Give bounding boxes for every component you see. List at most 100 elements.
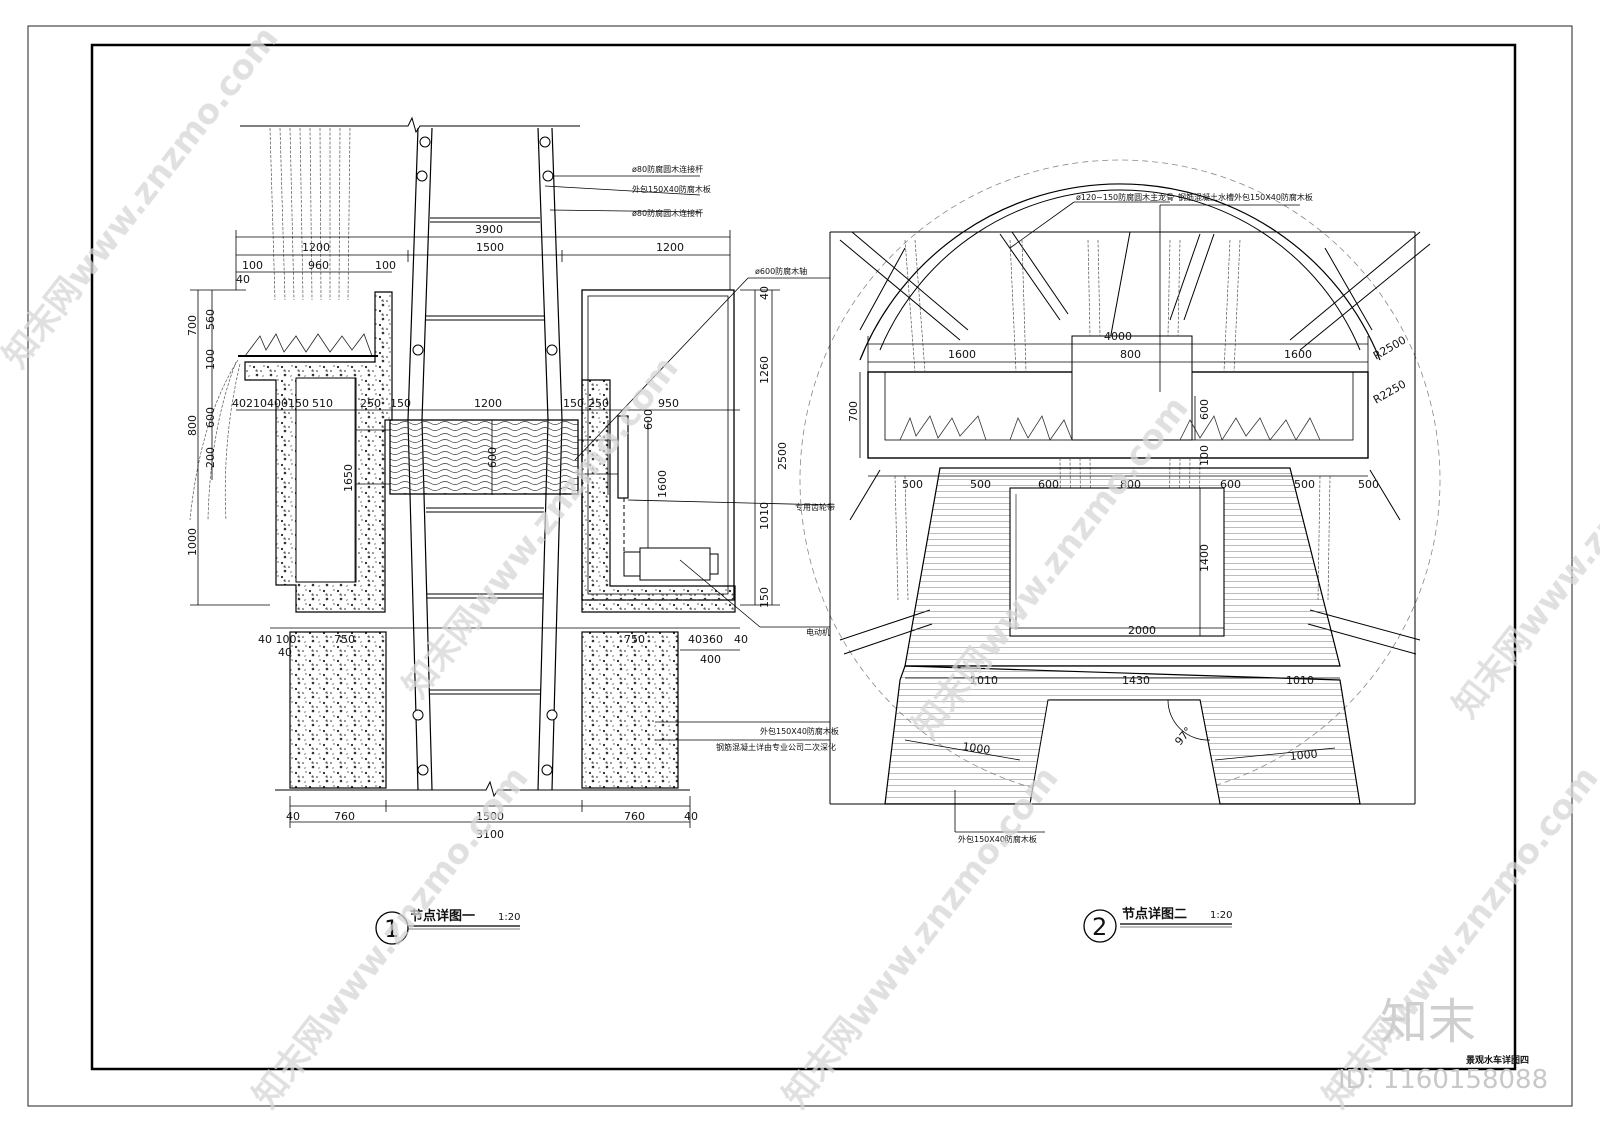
dim2-s1000a: 1000 (962, 740, 992, 757)
drawing-name: 景观水车详图四 (1466, 1054, 1529, 1066)
dim1-bot-total: 3100 (476, 828, 504, 841)
right-concrete (581, 379, 736, 613)
dim1-l100: 100 (204, 349, 217, 370)
dim1-l800: 800 (186, 415, 199, 436)
dim1-row-left: 40210400150 (232, 397, 309, 410)
gear-wheel (617, 415, 629, 499)
dim1-bot760b: 760 (624, 810, 645, 823)
dim1-r250b: 250 (588, 397, 609, 410)
water-stream-lines (189, 127, 351, 521)
dim2-w2000: 2000 (1128, 624, 1156, 637)
dim1-l600: 600 (204, 407, 217, 428)
dim2-v1400: 1400 (1198, 544, 1211, 572)
dim1-r150b: 150 (563, 397, 584, 410)
dim1-b40360: 40360 (688, 633, 723, 646)
detail2-marker-circle (1083, 909, 1117, 943)
watermark-7: 知末网www.znzmo.com (1316, 759, 1600, 1116)
dim1-l200: 200 (204, 447, 217, 468)
dim2-m800: 800 (1120, 478, 1141, 491)
note-rod-bottom: ø80防腐圆木连接杆 (632, 208, 703, 218)
dim2-s1000b: 1000 (1289, 748, 1318, 763)
dim1-r950: 950 (658, 397, 679, 410)
dim2-v100: 100 (1198, 445, 1211, 466)
dim1-v1600: 1600 (656, 470, 669, 498)
dim1-bot40a: 40 (286, 810, 300, 823)
dim1-r250a: 250 (360, 397, 381, 410)
watermark-1: 知末网www.znzmo.com (0, 19, 287, 376)
dim1-l560: 560 (204, 309, 217, 330)
detail-2-elevation: ø120~150防腐圆木主龙骨 钢筋混凝土水槽外包150X40防腐木板 外包15… (799, 159, 1441, 943)
dim1-rv150: 150 (758, 587, 771, 608)
dim1-rv40: 40 (758, 286, 771, 300)
detail2-dimension-lines (859, 336, 1369, 761)
note-trough: 钢筋混凝土水槽外包150X40防腐木板 (1178, 192, 1313, 202)
break-line-bottom (275, 780, 690, 798)
note-rod-top: ø80防腐圆木连接杆 (632, 164, 703, 174)
dim2-m500b: 500 (970, 478, 991, 491)
break-line-top (240, 116, 580, 134)
wheel-ladder-rungs (426, 217, 544, 695)
wheel-connector-rods (412, 136, 558, 776)
dim2-top-total: 4000 (1104, 330, 1132, 343)
leg-opening (1029, 699, 1221, 805)
dim1-b750a: 750 (334, 633, 355, 646)
dim1-top-total: 3900 (475, 223, 503, 236)
note-main-rib: ø120~150防腐圆木主龙骨 (1076, 192, 1174, 202)
dim2-t1600a: 1600 (948, 348, 976, 361)
dim1-t960: 960 (308, 259, 329, 272)
detail1-marker-circle (375, 911, 409, 945)
brand-logo: 知末 (1380, 994, 1476, 1050)
trough-plants (899, 415, 1321, 441)
dim1-v600b: 600 (642, 409, 655, 430)
dim1-b40-100: 40 100 (258, 633, 297, 646)
dim2-r2250: R2250 (1371, 378, 1408, 407)
note-cladding-top: 外包150X40防腐木板 (632, 184, 711, 194)
left-concrete-base (289, 631, 387, 789)
dim1-top-right: 1200 (656, 241, 684, 254)
dim2-b1430: 1430 (1122, 674, 1150, 687)
dim2-m600a: 600 (1038, 478, 1059, 491)
dim2-m600b: 600 (1220, 478, 1241, 491)
dim1-b40r: 40 (734, 633, 748, 646)
left-trough-cavity (295, 377, 357, 583)
outer-border (27, 25, 1573, 1107)
dim2-m500d: 500 (1358, 478, 1379, 491)
note-gear-belt: 专用齿轮带 (795, 502, 835, 512)
dim2-t800: 800 (1120, 348, 1141, 361)
detail1-title-text: 节点详图一 (410, 908, 475, 924)
dim1-bot1500: 1500 (476, 810, 504, 823)
dim1-b750b: 750 (624, 633, 645, 646)
dim1-r510: 510 (312, 397, 333, 410)
right-concrete-base (581, 631, 679, 789)
dim2-b1010a: 1010 (970, 674, 998, 687)
dim1-t100a: 100 (242, 259, 263, 272)
watermark-6: 知末网www.znzmo.com (776, 759, 1067, 1116)
detail1-title: 1 节点详图一 1:20 (375, 908, 520, 945)
note-motor: 电动机 (806, 627, 830, 637)
trough-center-slot (1071, 335, 1193, 441)
wood-axle (389, 419, 579, 495)
note-axle: ø600防腐木轴 (755, 266, 807, 276)
inner-border (90, 43, 1517, 1071)
dim1-t100b: 100 (375, 259, 396, 272)
watermark-4: 知末网www.znzmo.com (1446, 369, 1600, 726)
dim2-t1600b: 1600 (1284, 348, 1312, 361)
dim1-top-mid: 1500 (476, 241, 504, 254)
detail1-marker: 1 (384, 915, 399, 943)
dim1-v1650: 1650 (342, 464, 355, 492)
detail2-title-text: 节点详图二 (1122, 906, 1187, 922)
note-cladding-bottom: 外包150X40防腐木板 (760, 726, 839, 736)
planting-grass (244, 333, 373, 357)
dim2-m500a: 500 (902, 478, 923, 491)
detail-1-section: ø80防腐圆木连接杆 外包150X40防腐木板 ø80防腐圆木连接杆 ø600防… (186, 116, 839, 945)
detail2-title: 2 节点详图二 1:20 (1083, 906, 1232, 943)
dim1-t40: 40 (236, 273, 250, 286)
dim1-bot40b: 40 (684, 810, 698, 823)
dim1-bot760a: 760 (334, 810, 355, 823)
detail1-dimension-lines (190, 230, 780, 828)
tower-inner-panel (1009, 487, 1225, 637)
image-id: ID: 1160158088 (1338, 1065, 1548, 1095)
dim1-rv1260: 1260 (758, 356, 771, 384)
dim1-b400: 400 (700, 653, 721, 666)
